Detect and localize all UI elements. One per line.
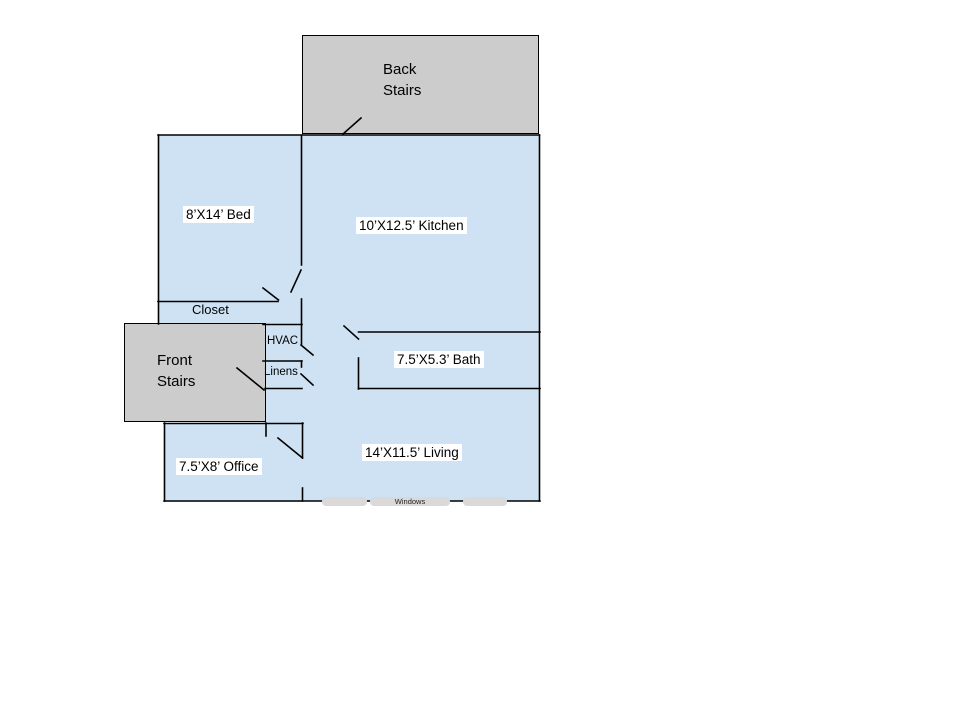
- closet-label: Closet: [192, 302, 229, 317]
- office-label: 7.5’X8’ Office: [176, 458, 262, 475]
- linens-label: Linens: [264, 366, 298, 378]
- back-stairs-box: [302, 35, 539, 134]
- kitchen-label: 10’X12.5’ Kitchen: [356, 217, 467, 234]
- window-bar-left: [322, 497, 367, 506]
- bedroom-label: 8’X14’ Bed: [183, 206, 254, 223]
- back-stairs-label: Back Stairs: [383, 61, 422, 99]
- hvac-label: HVAC: [267, 335, 299, 347]
- kitchen-living-area: [302, 135, 540, 501]
- windows-label: Windows: [394, 497, 426, 506]
- window-bar-right: [463, 497, 507, 506]
- bath-label: 7.5’X5.3’ Bath: [394, 351, 484, 368]
- hvac-linens-area: [263, 324, 302, 423]
- living-room-label: 14’X11.5’ Living: [362, 444, 462, 461]
- front-stairs-label: Front Stairs: [157, 352, 196, 390]
- bedroom-area: [158, 135, 302, 324]
- window-bar-center: Windows: [370, 497, 450, 506]
